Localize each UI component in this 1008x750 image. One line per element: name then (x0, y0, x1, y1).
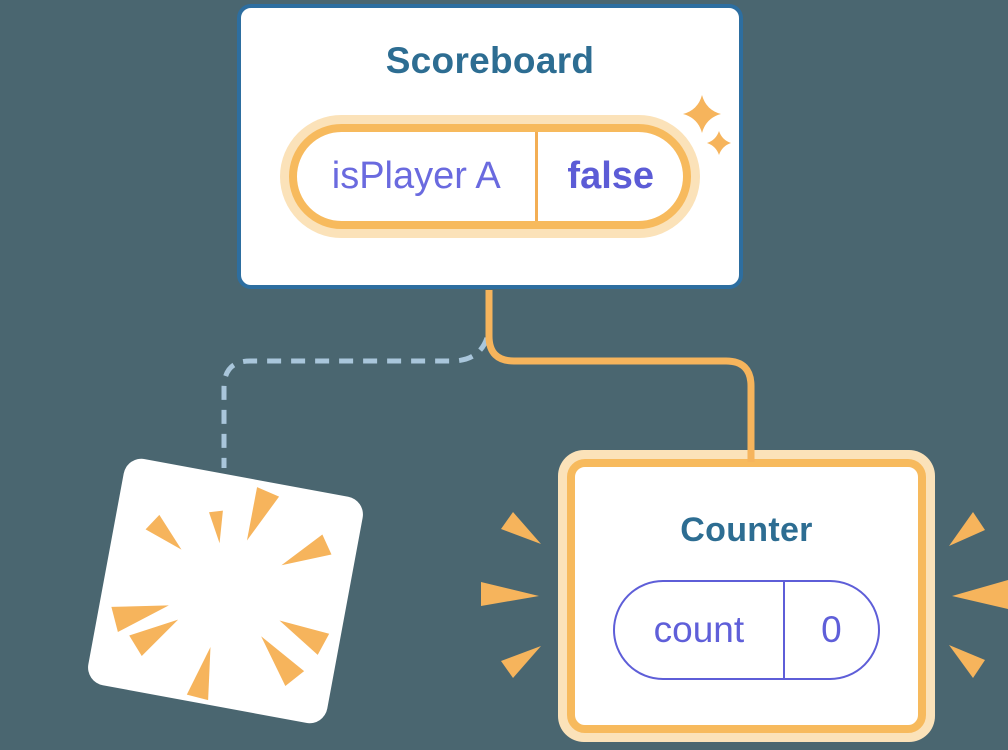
active-connector-line (485, 290, 755, 462)
component-title: Scoreboard (385, 40, 595, 81)
counter-card-glow: Counter count 0 (558, 450, 935, 742)
scoreboard-component-card: Scoreboard isPlayer A false (237, 4, 743, 289)
component-title: Counter (680, 511, 813, 549)
state-pill-highlight-glow: isPlayer A false (280, 115, 700, 238)
state-value: 0 (821, 609, 842, 650)
removed-component-card (85, 455, 366, 727)
emphasis-marks-left (481, 512, 541, 678)
state-pill-highlighted: isPlayer A false (289, 124, 691, 229)
burst-icon (111, 487, 332, 701)
state-pill: count 0 (613, 580, 880, 680)
removed-connector-line (221, 337, 490, 468)
pill-divider (782, 582, 785, 678)
emphasis-marks-right (949, 512, 1008, 678)
pill-divider (535, 132, 539, 221)
counter-component-card: Counter count 0 (567, 459, 926, 733)
state-name: isPlayer A (331, 155, 501, 197)
state-value: false (567, 155, 655, 197)
state-name: count (653, 609, 745, 650)
